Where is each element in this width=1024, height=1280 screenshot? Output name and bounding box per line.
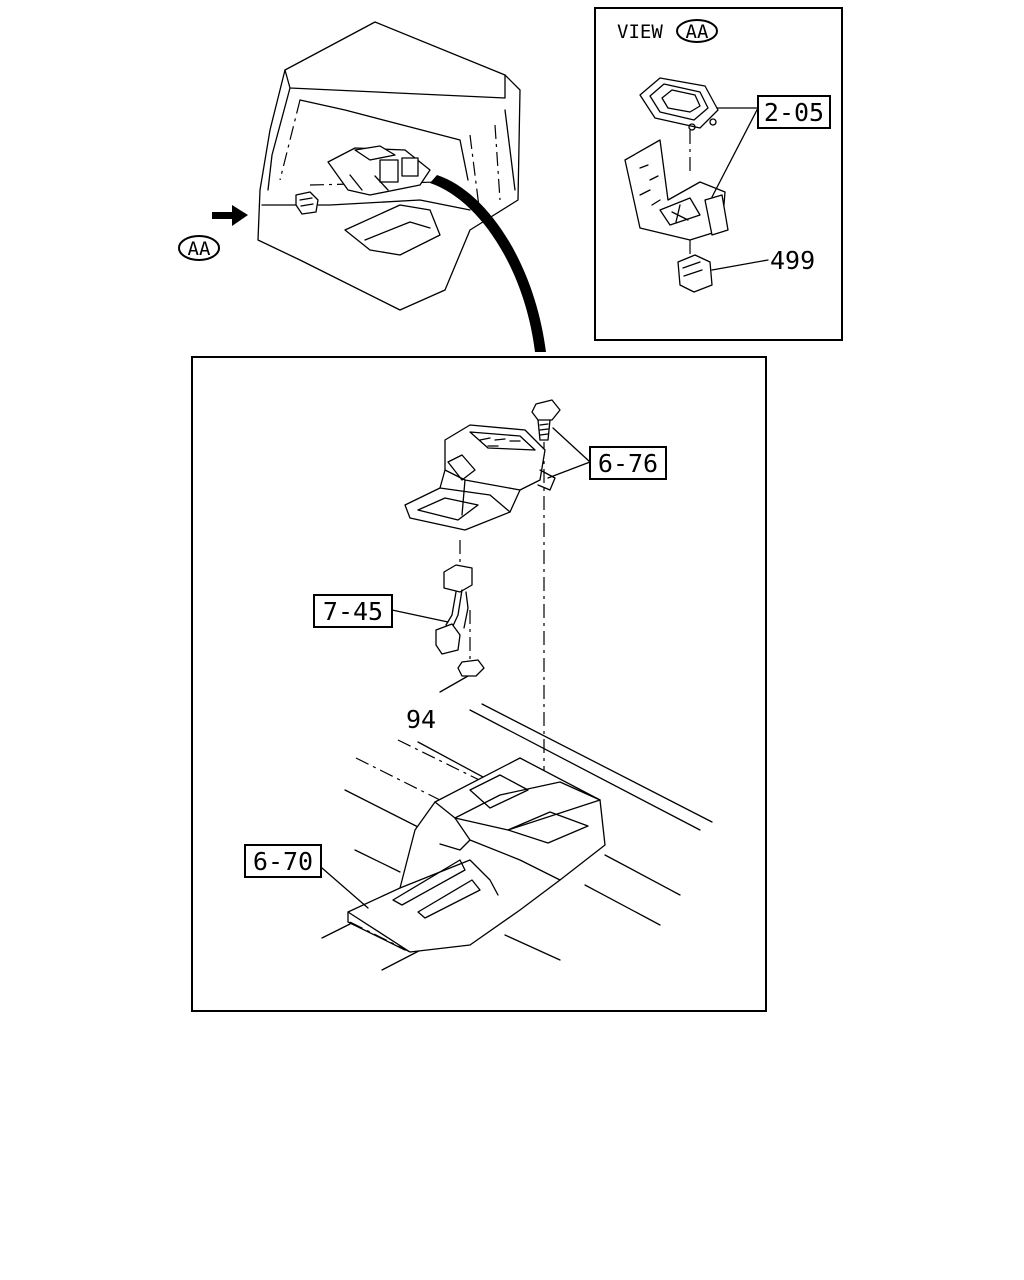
switch-harness: [435, 564, 473, 660]
callout-499: 499: [770, 246, 815, 275]
callout-box-7-45: [313, 594, 393, 628]
callout-6-70: 6-70: [253, 847, 313, 876]
aa-marker-label: AA: [188, 238, 211, 260]
view-aa-panel: VIEW AA 2-05 499: [594, 7, 843, 341]
bolt-icon: [457, 659, 485, 677]
cab-overview: [257, 21, 521, 311]
console-housing: [404, 424, 556, 531]
callout-6-76: 6-76: [598, 449, 658, 478]
detail-panel: 6-76 7-45 94: [191, 356, 767, 1012]
aa-marker: AA: [178, 235, 220, 261]
callout-box-6-70: [244, 844, 322, 878]
callout-7-45: 7-45: [323, 597, 383, 626]
view-arrow-icon: [212, 205, 248, 226]
callout-box-6-76: [589, 446, 667, 480]
screw-icon: [531, 399, 561, 441]
callout-2-05: 2-05: [764, 98, 824, 127]
view-title-prefix: VIEW: [617, 21, 663, 43]
callout-box-2-05: [757, 95, 831, 129]
view-title-ref: AA: [686, 21, 709, 43]
floor-console: [347, 757, 606, 953]
callout-94: 94: [406, 705, 436, 734]
curved-pointer-arrow: [430, 175, 546, 352]
view-ref-circle: [676, 19, 718, 43]
